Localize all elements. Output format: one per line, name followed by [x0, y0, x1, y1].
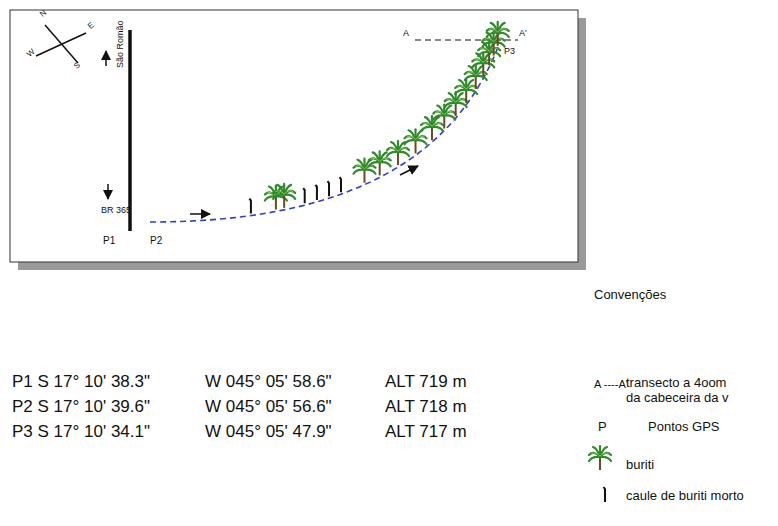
gps-coordinate: P2 S 17° 10' 39.6"	[12, 397, 150, 417]
buriti-palm	[472, 52, 494, 76]
gps-altitude: ALT 717 m	[385, 422, 467, 442]
legend-text: Pontos GPS	[648, 420, 720, 435]
compass	[36, 25, 86, 63]
gps-point: P3	[504, 46, 515, 56]
road-name: São Romão	[115, 20, 125, 68]
legend-text: transecto a 4oom da cabeceira da v	[626, 376, 744, 406]
dead-buriti-stem	[340, 177, 342, 192]
road-br365	[128, 30, 132, 231]
buriti-palm	[387, 141, 409, 165]
buriti-palm	[487, 22, 509, 46]
road-name: BR 365	[101, 205, 131, 215]
dead-buriti-stem	[328, 181, 330, 196]
buriti-palm	[445, 92, 467, 116]
gps-coordinate: P3 S 17° 10' 34.1"	[12, 422, 150, 442]
legend-text: buriti	[626, 458, 654, 473]
buriti-group	[249, 22, 508, 214]
flow-arrow	[400, 166, 418, 175]
map-frame	[10, 10, 578, 262]
legend-sample: A ----A'	[594, 378, 628, 391]
buriti-palm	[483, 32, 505, 56]
legend-text: caule de buriti morto	[626, 489, 744, 504]
direction-arrow	[107, 184, 109, 199]
gps-point: P1	[103, 235, 115, 247]
legend-sample: P	[598, 420, 607, 435]
legend-samples	[589, 446, 611, 502]
flow-arrow	[190, 213, 210, 215]
gps-altitude: ALT 718 m	[385, 397, 467, 417]
gps-coordinate: P1 S 17° 10' 38.3"	[12, 372, 150, 392]
buriti-palm	[421, 116, 443, 140]
gps-coordinate: W 045° 05' 56.6"	[205, 397, 332, 417]
buriti-palm	[455, 79, 477, 103]
dead-buriti-stem	[303, 188, 305, 203]
gps-altitude: ALT 719 m	[385, 372, 467, 392]
legend-title: Convenções	[594, 288, 666, 303]
dead-buriti-stem	[249, 199, 251, 214]
buriti-palm	[405, 129, 427, 153]
transect-end: A'	[519, 28, 527, 38]
gps-coordinate: W 045° 05' 47.9"	[205, 422, 332, 442]
buriti-palm	[273, 184, 295, 208]
gps-point: P2	[150, 235, 162, 247]
direction-arrow	[105, 51, 107, 66]
gps-coordinate: W 045° 05' 58.6"	[205, 372, 332, 392]
dead-buriti-stem	[315, 185, 317, 200]
vereda-path	[150, 42, 500, 222]
transect-end: A	[403, 28, 409, 38]
